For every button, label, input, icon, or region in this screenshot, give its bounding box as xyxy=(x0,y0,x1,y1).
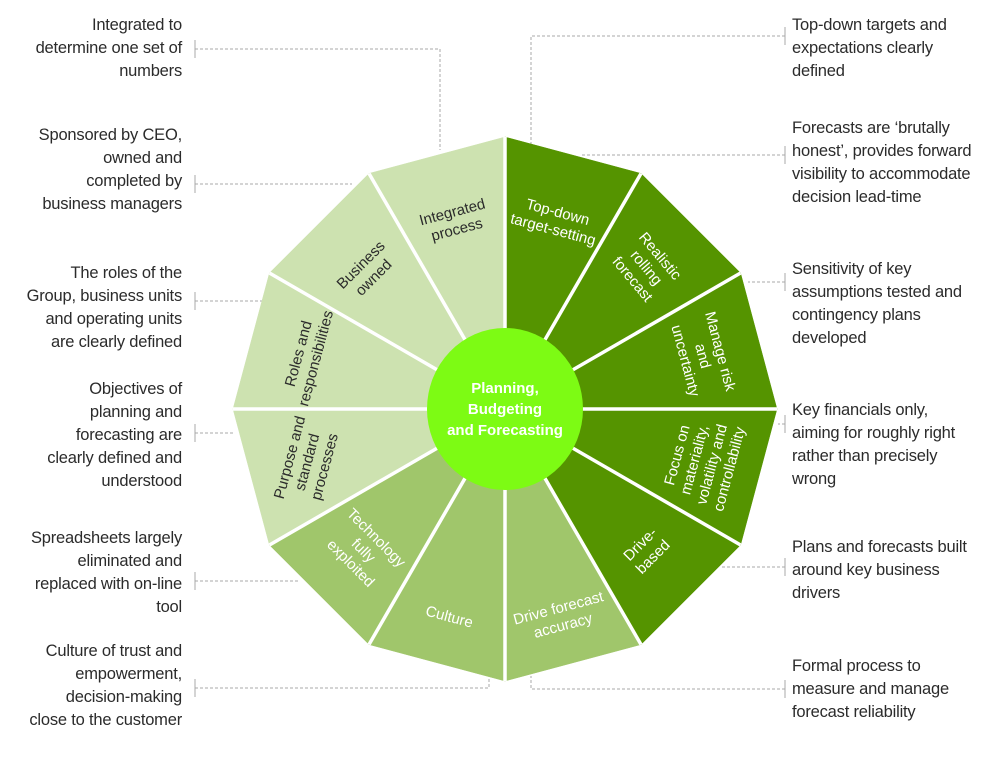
segment-divider xyxy=(568,271,742,374)
callout-drive-forecast-accuracy: Formal process to measure and manage forec… xyxy=(792,655,1001,724)
callout-line: completed by xyxy=(86,172,182,190)
callout-line: honest’, provides forward xyxy=(792,142,972,160)
connector-culture xyxy=(195,677,490,689)
connector-lines xyxy=(194,27,786,698)
hub-label-line: and Forecasting xyxy=(447,422,563,439)
callout-line: Sensitivity of key xyxy=(792,260,912,278)
callout-line: forecasting are xyxy=(75,426,182,444)
connector-top-down-target-setting xyxy=(530,35,785,148)
connector-integrated-process xyxy=(195,48,441,150)
callout-line: expectations clearly xyxy=(792,39,933,57)
callout-line: business managers xyxy=(42,195,182,213)
callout-line: tool xyxy=(156,598,182,616)
segment-divider xyxy=(540,472,643,646)
callout-line: Formal process to xyxy=(792,657,921,675)
segment-divider xyxy=(568,444,742,547)
callout-integrated-process: Integrated to determine one set of numbers xyxy=(0,14,183,83)
callout-line: drivers xyxy=(792,584,841,602)
callout-line: replaced with on-line xyxy=(34,575,182,593)
hub-label-line: Budgeting xyxy=(468,401,542,418)
callout-line: forecast reliability xyxy=(792,703,916,721)
callout-line: Culture of trust and xyxy=(45,642,183,660)
segment-divider xyxy=(367,472,470,646)
callout-line: Spreadsheets largely xyxy=(30,529,182,547)
callout-line: Top-down targets and xyxy=(792,16,947,34)
callout-line: and operating units xyxy=(45,310,182,328)
callout-line: Group, business units xyxy=(26,287,183,305)
callout-line: close to the customer xyxy=(29,711,182,729)
callout-line: Forecasts are ‘brutally xyxy=(792,119,950,137)
hub-label-line: Planning, xyxy=(471,380,539,397)
callout-line: visibility to accommodate xyxy=(792,165,971,183)
callout-line: Objectives of xyxy=(89,380,182,398)
wheel-segments xyxy=(232,136,778,682)
callout-line: numbers xyxy=(119,62,182,80)
callout-drive-based: Plans and forecasts built around key busi… xyxy=(792,536,1001,605)
callout-manage-risk-and-uncertainty: Sensitivity of key assumptions tested and… xyxy=(792,258,1001,350)
callout-line: Key financials only, xyxy=(792,401,929,419)
segment-label-line: and xyxy=(691,342,714,371)
callout-line: rather than precisely xyxy=(792,447,938,465)
segment-label-focus-on-materiality: Focus onmateriality,volatility andcontro… xyxy=(658,411,749,514)
callout-line: Sponsored by CEO, xyxy=(38,126,183,144)
hub-circle xyxy=(427,328,583,490)
callout-line: The roles of the xyxy=(70,264,183,282)
callout-line: clearly defined and xyxy=(47,449,182,467)
callout-line: contingency plans xyxy=(792,306,921,324)
connector-drive-forecast-accuracy xyxy=(530,676,785,690)
segment-divider xyxy=(268,271,442,374)
callout-purpose-and-standard-processes: Objectives of planning and forecasting are… xyxy=(0,378,182,493)
callout-line: Integrated to xyxy=(91,16,182,34)
hub-label: Planning, Budgeting and Forecasting xyxy=(447,380,563,439)
callout-line: owned and xyxy=(103,149,182,167)
callout-focus-on-materiality: Key financials only, aiming for roughly r… xyxy=(792,399,1001,491)
callout-line: wrong xyxy=(792,470,836,488)
callout-line: understood xyxy=(101,472,182,490)
callout-line: are clearly defined xyxy=(50,333,182,351)
callout-technology-fully-exploited: Spreadsheets largely eliminated and replac… xyxy=(0,527,182,619)
callout-culture: Culture of trust and empowerment, decision… xyxy=(0,640,182,732)
callout-line: determine one set of xyxy=(35,39,183,57)
callout-line: developed xyxy=(792,329,867,347)
callout-line: empowerment, xyxy=(75,665,182,683)
callout-line: eliminated and xyxy=(77,552,182,570)
hub: Planning, Budgeting and Forecasting xyxy=(427,328,583,490)
callout-line: decision-making xyxy=(65,688,182,706)
segment-label-purpose-and-standard-processes: Purpose andstandardprocesses xyxy=(271,414,344,510)
callout-top-down-target-setting: Top-down targets and expectations clearly… xyxy=(792,14,1001,83)
segment-divider xyxy=(367,172,470,346)
callout-line: measure and manage xyxy=(792,680,949,698)
callout-business-owned: Sponsored by CEO, owned and completed by bu… xyxy=(0,124,183,216)
segment-divider xyxy=(268,444,442,547)
callout-realistic-rolling-forecast: Forecasts are ‘brutally honest’, provides… xyxy=(792,117,1001,209)
segment-divider xyxy=(540,172,643,346)
callout-line: aiming for roughly right xyxy=(792,424,956,442)
segment-dividers xyxy=(233,137,777,681)
callout-line: Plans and forecasts built xyxy=(792,538,967,556)
callout-line: defined xyxy=(792,62,845,80)
callout-line: planning and xyxy=(89,403,182,421)
callout-line: decision lead-time xyxy=(792,188,922,206)
callout-line: assumptions tested and xyxy=(792,283,962,301)
callout-line: around key business xyxy=(792,561,940,579)
